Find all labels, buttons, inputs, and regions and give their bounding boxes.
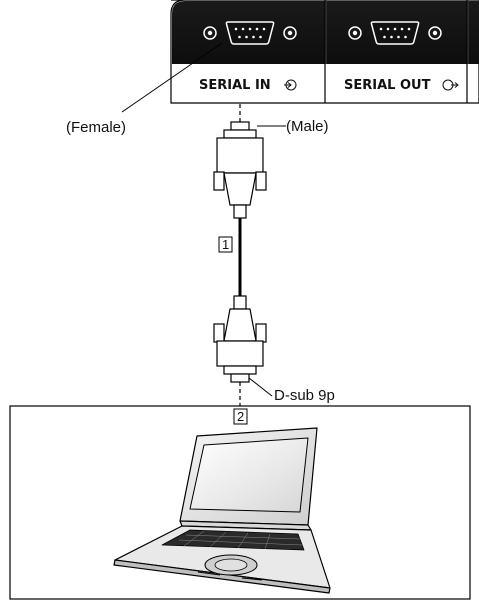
dsub-female-connector-icon (225, 21, 275, 45)
serial-out-icon (442, 79, 459, 91)
female-label: (Female) (66, 119, 126, 136)
screw-icon (428, 26, 442, 40)
dsub-connector-icon (370, 21, 420, 45)
serial-out-port[interactable]: SERIAL OUT (344, 21, 459, 93)
bottom-dsub-plug (213, 295, 267, 383)
serial-in-port[interactable]: SERIAL IN (199, 21, 297, 93)
dsub-label: D-sub 9p (274, 387, 335, 404)
screw-icon (348, 26, 362, 40)
top-dsub-plug (213, 121, 267, 219)
dsub-leader-line (248, 377, 273, 397)
serial-out-label: SERIAL OUT (344, 78, 431, 93)
female-leader-line (121, 42, 223, 113)
screw-icon (283, 26, 297, 40)
laptop-icon (113, 427, 331, 594)
serial-in-label: SERIAL IN (199, 78, 271, 93)
cable-number: 1 (222, 237, 229, 252)
serial-in-icon (284, 79, 297, 91)
cable-number-box (218, 236, 233, 253)
screw-icon (203, 26, 217, 40)
male-label: (Male) (286, 118, 329, 135)
computer-number: 2 (237, 409, 244, 424)
computer-number-box (233, 408, 248, 425)
